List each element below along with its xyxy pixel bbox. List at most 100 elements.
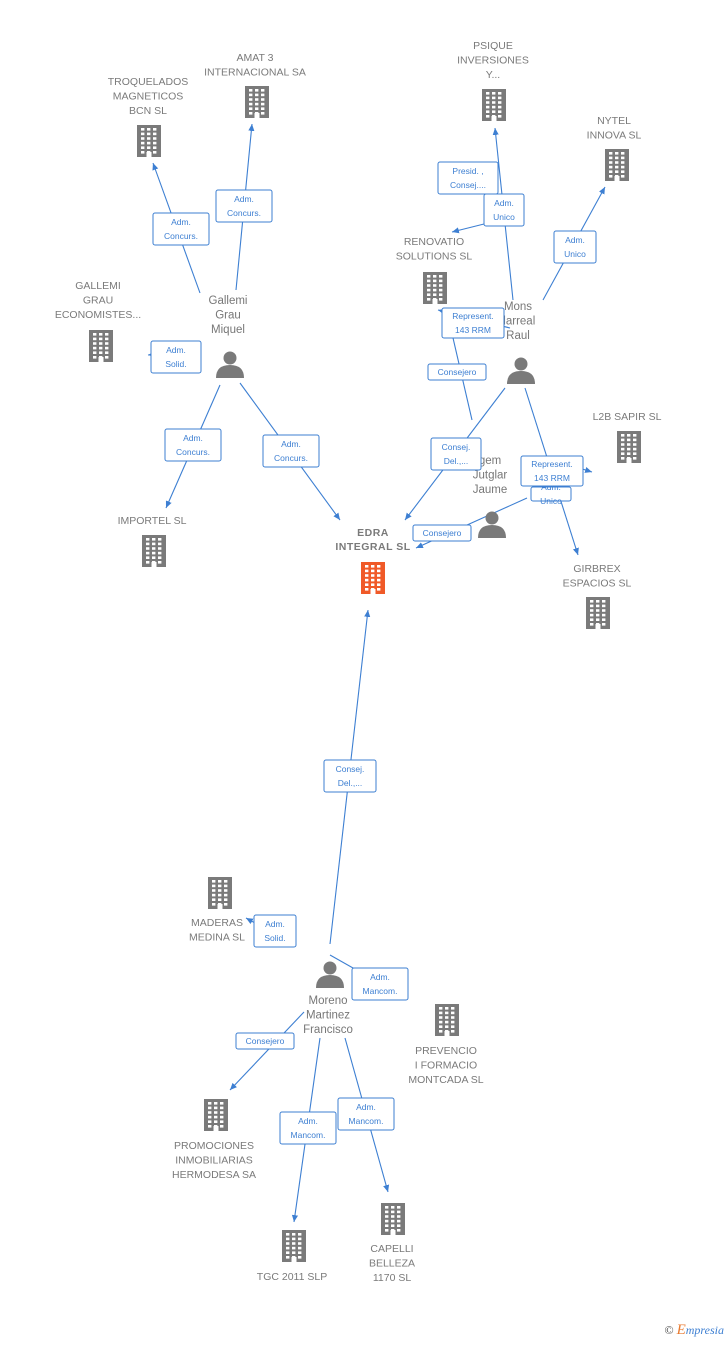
relation-text: Unico <box>540 496 562 506</box>
relation-label-r14[interactable]: Consejero <box>412 524 472 542</box>
company-label: Y... <box>486 69 500 81</box>
relation-box <box>520 455 584 487</box>
building-icon <box>89 330 113 362</box>
building-icon <box>361 562 385 594</box>
relation-label-r20[interactable]: Adm.Mancom. <box>337 1097 395 1131</box>
relation-text: Adm. <box>565 235 585 245</box>
relation-label-r4[interactable]: Adm. Concurs. <box>164 428 222 462</box>
company-node-importel[interactable]: IMPORTEL SL <box>118 515 187 567</box>
company-node-l2b[interactable]: L2B SAPIR SL <box>593 411 662 463</box>
company-label: L2B SAPIR SL <box>593 411 662 423</box>
person-label: llarreal <box>501 316 536 328</box>
company-label: INTEGRAL SL <box>335 541 410 553</box>
relation-box <box>553 230 597 264</box>
relation-text: Unico <box>493 212 515 222</box>
company-label: PROMOCIONES <box>174 1140 254 1152</box>
relation-box <box>253 914 297 948</box>
empresia-brand[interactable]: © Empresia <box>664 1322 724 1339</box>
building-icon <box>423 272 447 304</box>
person-label: Martinez <box>306 1010 350 1022</box>
company-label: PREVENCIO <box>415 1045 477 1057</box>
relation-label-r18[interactable]: Consejero <box>235 1032 295 1050</box>
relation-label-r11[interactable]: Consej.Del.,... <box>430 437 482 471</box>
relation-label-r16[interactable]: Adm. Solid. <box>253 914 297 948</box>
company-node-prevencio[interactable]: PREVENCIO I FORMACIO MONTCADA SL <box>408 1004 484 1086</box>
company-label: MONTCADA SL <box>408 1074 483 1086</box>
relation-label-r17[interactable]: Adm.Mancom. <box>351 967 409 1001</box>
relation-text: Adm. <box>370 972 390 982</box>
relation-label-r8[interactable]: Adm. Unico <box>553 230 597 264</box>
company-label: RENOVATIO <box>404 236 464 248</box>
relation-label-r12[interactable]: Adm. Unico <box>530 482 572 506</box>
company-label: HERMODESA SA <box>172 1169 256 1181</box>
relation-text: Solid. <box>264 933 285 943</box>
relation-label-r2[interactable]: Adm.Concurs. <box>215 189 273 223</box>
relation-text: Consej.... <box>450 180 486 190</box>
relation-label-r1[interactable]: Adm.Concurs. <box>152 212 210 246</box>
relation-text: Adm. <box>494 198 514 208</box>
relation-text: Adm. <box>298 1116 318 1126</box>
brand-name: mpresia <box>685 1323 724 1337</box>
relation-label-r15[interactable]: Consej. Del.,... <box>323 759 377 793</box>
relation-box <box>323 759 377 793</box>
person-icon <box>316 961 344 988</box>
copyright-symbol: © <box>664 1323 674 1337</box>
company-label: GRAU <box>83 295 113 307</box>
relation-text: Unico <box>564 249 586 259</box>
relation-label-r19[interactable]: Adm. Mancom. <box>279 1111 337 1145</box>
relation-label-r9[interactable]: Represent.143 RRM <box>441 307 505 339</box>
relation-text: Consej. <box>336 764 365 774</box>
relation-label-r6[interactable]: Presid. ,Consej.... <box>437 161 499 195</box>
company-label: INNOVA SL <box>587 130 642 142</box>
company-node-nytel[interactable]: NYTEL INNOVA SL <box>587 115 642 181</box>
company-node-tgc[interactable]: TGC 2011 SLP <box>257 1230 327 1283</box>
company-label: INVERSIONES <box>457 55 529 67</box>
company-node-psique[interactable]: PSIQUEINVERSIONESY... <box>457 40 529 121</box>
relation-text: Represent. <box>452 311 494 321</box>
relation-text: Adm. <box>541 482 561 492</box>
relation-label-r10[interactable]: Consejero <box>427 363 487 381</box>
company-label: I FORMACIO <box>415 1060 477 1072</box>
relation-box <box>483 193 525 227</box>
relation-text: Del.,... <box>444 456 469 466</box>
relation-text: Adm. <box>234 194 254 204</box>
relation-label-r7[interactable]: Adm. Unico <box>483 193 525 227</box>
relation-label-r5[interactable]: Adm.Concurs. <box>262 434 320 468</box>
relation-text: Adm. <box>356 1102 376 1112</box>
company-label: MADERAS <box>191 917 243 929</box>
relation-box <box>530 486 572 502</box>
relation-text: Del.,... <box>338 778 363 788</box>
relation-box <box>412 524 472 542</box>
relation-label-r13[interactable]: Represent.143 RRM <box>520 455 584 487</box>
relation-text: Adm. <box>265 919 285 929</box>
building-icon <box>245 86 269 118</box>
relation-text: Consejero <box>438 367 477 377</box>
person-label: Mons <box>504 301 532 313</box>
company-label: SOLUTIONS SL <box>396 251 473 263</box>
person-label: Jaume <box>473 484 508 496</box>
relation-box <box>262 434 320 468</box>
company-label: NYTEL <box>597 115 631 127</box>
company-label: GIRBREX <box>573 563 620 575</box>
relation-text: Mancom. <box>291 1130 326 1140</box>
relation-box <box>430 437 482 471</box>
person-label: Raul <box>506 330 530 342</box>
company-node-gallemi_grau[interactable]: GALLEMIGRAUECONOMISTES... <box>55 280 141 362</box>
company-node-renovatio[interactable]: RENOVATIO SOLUTIONS SL <box>396 236 473 304</box>
relation-label-r3[interactable]: Adm.Solid. <box>150 340 202 374</box>
relation-text: Concurs. <box>176 447 210 457</box>
company-label: AMAT 3 <box>237 52 274 64</box>
relation-text: Adm. <box>183 433 203 443</box>
edges-layer <box>147 123 606 1223</box>
